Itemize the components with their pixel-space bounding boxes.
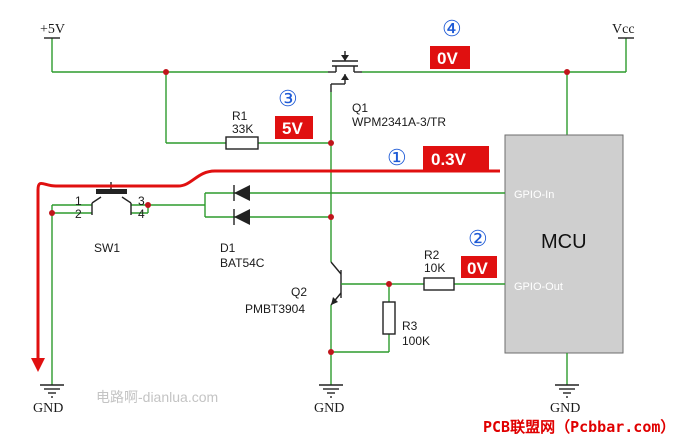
r2-ref: R2 (424, 248, 440, 262)
current-path-arrow (31, 169, 500, 372)
annotation-3-badge (275, 116, 313, 139)
annotation-4-badge (430, 46, 470, 69)
annotation-4-value: 0V (437, 49, 458, 68)
q1-mosfet-symbol (328, 51, 362, 92)
ground-symbol-left (40, 384, 64, 398)
r1-resistor (225, 136, 259, 150)
vcc-label: Vcc (612, 22, 635, 37)
gnd-label-center: GND (314, 401, 344, 416)
annotation-3-number: ③ (278, 86, 298, 111)
watermark-text: 电路啊-dianlua.com (96, 389, 218, 405)
junction-dots (49, 69, 570, 355)
sw1-ref: SW1 (94, 241, 120, 255)
mcu-pin-gpio-in: GPIO-In (514, 189, 554, 201)
brand-text: PCB联盟网（Pcbbar.com） (483, 418, 675, 436)
d1-ref: D1 (220, 241, 236, 255)
q2-transistor-symbol (330, 261, 505, 385)
annotation-1-value: 0.3V (431, 150, 467, 169)
annotation-2-number: ② (468, 226, 488, 251)
q1-ref: Q1 (352, 101, 368, 115)
mcu-label: MCU (541, 231, 587, 253)
d1-part: BAT54C (220, 256, 265, 270)
mcu-block (504, 134, 624, 354)
sw1-pin-4: 4 (138, 207, 145, 221)
annotation-1-badge (423, 146, 489, 170)
ground-symbol-center (319, 384, 343, 398)
sw1-switch-symbol (52, 182, 205, 215)
r2-resistor (423, 277, 455, 291)
gnd-label-left: GND (33, 401, 63, 416)
q1-part: WPM2341A-3/TR (352, 115, 446, 129)
r1-ref: R1 (232, 109, 248, 123)
q2-part: PMBT3904 (245, 302, 305, 316)
mcu-pin-gpio-out: GPIO-Out (514, 281, 563, 293)
annotation-3-value: 5V (282, 119, 303, 138)
annotation-1-number: ① (387, 145, 407, 170)
gnd-label-right: GND (550, 401, 580, 416)
r3-value: 100K (402, 334, 430, 348)
q2-ref: Q2 (291, 285, 307, 299)
top-rail (44, 37, 634, 262)
annotation-2-badge (461, 256, 497, 278)
r3-resistor (382, 301, 396, 335)
sw1-pin-1: 1 (75, 194, 82, 208)
sw1-pin-3: 3 (138, 194, 145, 208)
annotation-4-number: ④ (442, 16, 462, 41)
sw1-pin-2: 2 (75, 207, 82, 221)
d1-diode-symbol (204, 185, 505, 225)
plus5v-label: +5V (40, 22, 65, 37)
r2-value: 10K (424, 261, 445, 275)
annotation-2-value: 0V (467, 259, 488, 278)
r1-value: 33K (232, 122, 253, 136)
ground-symbol-right (555, 384, 579, 398)
r3-ref: R3 (402, 319, 418, 333)
